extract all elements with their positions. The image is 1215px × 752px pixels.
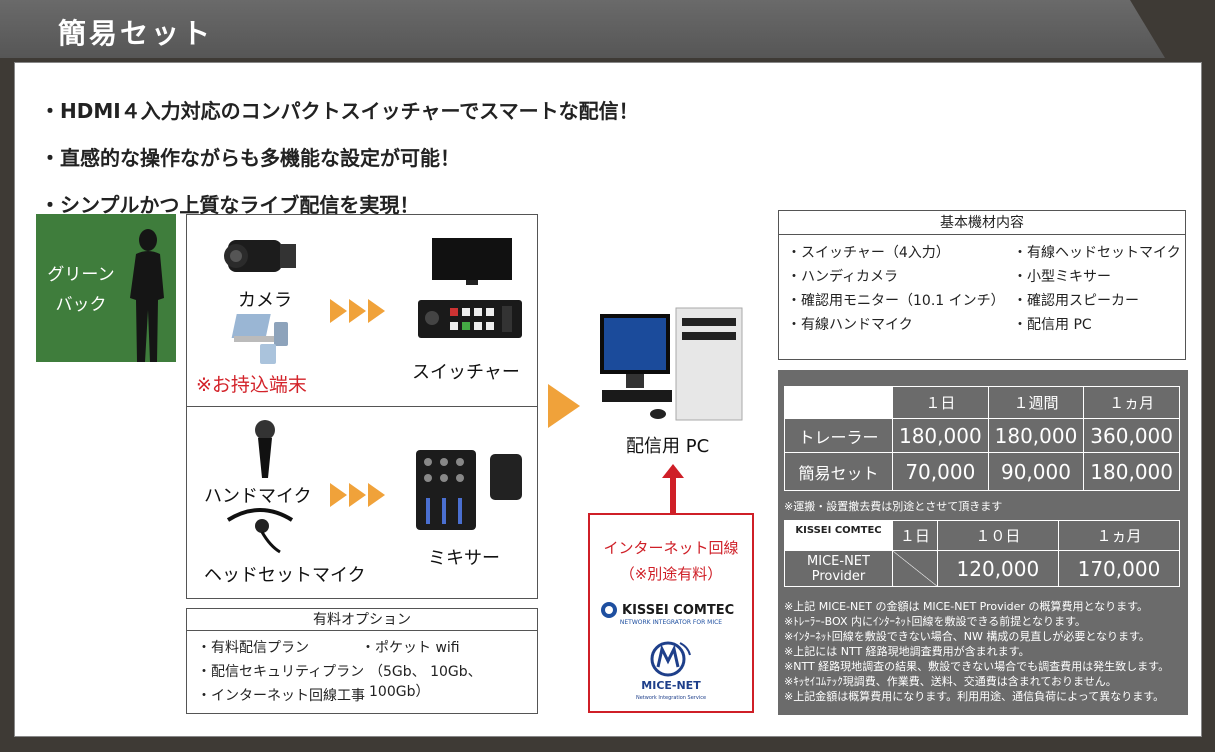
- kissei-price-table: KISSEI COMTEC NETWORK INTEGRATOR FOR MIC…: [784, 520, 1181, 587]
- column-header: １ヵ月: [1083, 386, 1180, 419]
- price-cell: 180,000: [987, 418, 1085, 453]
- equipment-item: ・スイッチャー（4入力）: [787, 245, 950, 261]
- column-header: １ヵ月: [1057, 520, 1181, 551]
- device-icon: [231, 314, 288, 364]
- price-cell: 90,000: [987, 452, 1085, 491]
- row-label: MICE-NET Provider: [784, 550, 893, 587]
- note-line: ※NTT 経路現地調査の結果、敷設できない場合でも調査費用は発生致します。: [784, 660, 1170, 673]
- switcher-icon: [418, 300, 522, 338]
- monitor-icon: [432, 238, 512, 285]
- feature-item: ・シンプルかつ上質なライブ配信を実現！: [40, 193, 420, 217]
- note-line: ※上記 MICE-NET の金額は MICE-NET Provider の概算費…: [784, 600, 1149, 613]
- equipment-item: ・ハンディカメラ: [787, 269, 899, 285]
- arrows-to-mixer: [330, 483, 385, 507]
- column-header: １週間: [987, 386, 1085, 419]
- transport-note: ※運搬・設置撤去費は別途とさせて頂きます: [784, 500, 1003, 513]
- mice-net-logo-text: MICE-NET: [641, 679, 701, 692]
- note-line: ※ｲﾝﾀｰﾈｯﾄ回線を敷設できない場合、NW 構成の見直しが必要となります。: [784, 630, 1150, 643]
- mixer-label: ミキサー: [428, 548, 500, 569]
- internet-box: インターネット回線 （※別途有料） KISSEI COMTEC NETWORK …: [588, 513, 754, 713]
- pc-icon: [600, 307, 743, 421]
- green-back-label: グリーン バック: [47, 265, 115, 315]
- kissei-table-logo: KISSEI COMTEC NETWORK INTEGRATOR FOR MIC…: [784, 520, 893, 551]
- note-line: ※ｷｯｾｲｺﾑﾃｯｸ現調費、作業費、送料、交通費は含まれておりません。: [784, 675, 1117, 688]
- feature-item: ・HDMI４入力対応のコンパクトスイッチャーでスマートな配信！: [40, 99, 639, 123]
- kissei-subtitle: NETWORK INTEGRATOR FOR MICE: [619, 619, 723, 626]
- nishio-logo: ● NISHIO: [784, 386, 893, 419]
- price-cell: 170,000: [1057, 550, 1181, 587]
- options-box: 有料オプション ・有料配信プラン ・ポケット wifi ・配信セキュリティプラン…: [186, 608, 538, 714]
- header-band: [0, 0, 1165, 58]
- mice-net-subtitle: Network Integration Service: [635, 695, 707, 701]
- note-line: ※ﾄﾚｰﾗｰ-BOX 内にｲﾝﾀｰﾈｯﾄ回線を敷設できる前提となります。: [784, 615, 1086, 628]
- speaker-icon: [490, 454, 522, 500]
- own-device-label: ※お持込端末: [196, 374, 307, 396]
- note-line: ※上記金額は概算費用になります。利用用途、通信負荷によって異なります。: [784, 690, 1165, 703]
- row-label: トレーラー: [784, 418, 893, 453]
- arrow-to-pc: [548, 384, 580, 428]
- price-panel: ● NISHIO １日 １週間 １ヵ月 トレーラー 180,000 180,00…: [778, 370, 1188, 715]
- nishio-price-table: ● NISHIO １日 １週間 １ヵ月 トレーラー 180,000 180,00…: [784, 386, 1180, 491]
- price-cell: 180,000: [1083, 452, 1180, 491]
- camera-icon: [224, 240, 296, 272]
- equipment-title: 基本機材内容: [779, 211, 1185, 235]
- person-silhouette-icon: [130, 229, 164, 362]
- switcher-label: スイッチャー: [412, 362, 520, 383]
- equipment-item: ・確認用モニター（10.1 インチ）: [787, 293, 1005, 309]
- price-cell: 360,000: [1083, 418, 1180, 453]
- equipment-item: ・確認用スピーカー: [1013, 293, 1139, 309]
- kissei-logo: KISSEI COMTEC: [600, 601, 734, 619]
- arrows-to-switcher: [330, 299, 385, 323]
- nishio-logo-icon: ●: [799, 393, 813, 412]
- column-header: １日: [892, 386, 989, 419]
- equipment-item: ・小型ミキサー: [1013, 269, 1111, 285]
- column-header: １０日: [936, 520, 1059, 551]
- feature-item: ・直感的な操作ながらも多機能な設定が可能！: [40, 146, 460, 170]
- page-title: 簡易セット: [58, 17, 214, 50]
- pc-label: 配信用 PC: [626, 436, 710, 457]
- row-label: 簡易セット: [784, 452, 893, 491]
- headset-mic-label: ヘッドセットマイク: [204, 565, 366, 586]
- column-header: １日: [892, 520, 938, 551]
- option-item: ・配信セキュリティプラン: [197, 664, 365, 680]
- price-cell: 180,000: [892, 418, 989, 453]
- mixer-icon: [416, 450, 476, 530]
- option-item: ・ポケット wifi: [361, 640, 460, 656]
- green-back-panel: グリーン バック: [36, 214, 176, 362]
- kissei-logo-icon: [601, 602, 617, 618]
- price-cell: 120,000: [936, 550, 1059, 587]
- mice-net-logo-icon: [650, 641, 691, 677]
- empty-cell: [892, 550, 938, 587]
- hand-mic-label: ハンドマイク: [204, 486, 312, 507]
- arrow-up-icon: [662, 464, 684, 514]
- internet-fee-label: （※別途有料）: [619, 565, 723, 583]
- equipment-item: ・有線ヘッドセットマイク: [1013, 245, 1181, 261]
- options-title: 有料オプション: [187, 609, 537, 631]
- option-item: ・有料配信プラン: [197, 640, 309, 656]
- internet-line-label: インターネット回線: [603, 539, 739, 557]
- hand-mic-icon: [255, 420, 275, 478]
- equipment-item: ・配信用 PC: [1013, 317, 1092, 333]
- option-item: ・インターネット回線工事: [197, 688, 365, 704]
- feature-list: ・HDMI４入力対応のコンパクトスイッチャーでスマートな配信！ ・直感的な操作な…: [40, 88, 639, 229]
- price-cell: 70,000: [892, 452, 989, 491]
- option-item: （5Gb、 10Gb、 100Gb）: [369, 664, 482, 700]
- equipment-box: 基本機材内容 ・スイッチャー（4入力） ・有線ヘッドセットマイク ・ハンディカメ…: [778, 210, 1186, 360]
- note-line: ※上記には NTT 経路現地調査費用が含まれます。: [784, 645, 1030, 658]
- headset-mic-icon: [226, 508, 294, 554]
- equipment-item: ・有線ハンドマイク: [787, 317, 913, 333]
- camera-label: カメラ: [238, 290, 292, 311]
